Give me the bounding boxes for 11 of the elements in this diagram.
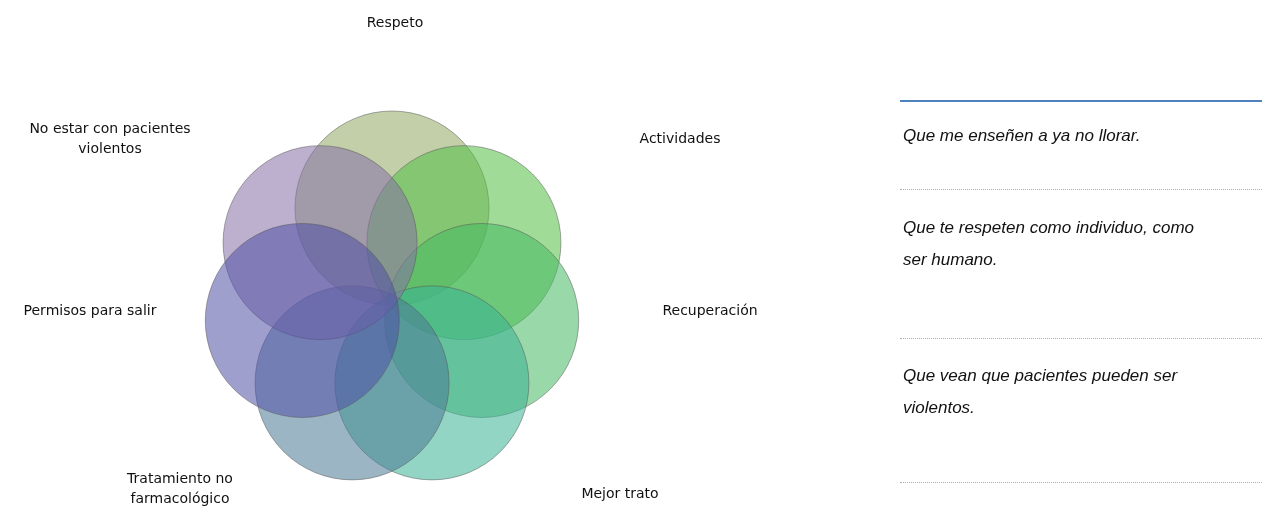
circle-label: No estar con pacientes violentos: [28, 119, 192, 158]
quote-text: Que vean que pacientes pueden ser violentos.: [903, 365, 1179, 419]
circle-label: Respeto: [365, 13, 425, 32]
quote-text: Que me enseñen a ya no llorar.: [903, 125, 1142, 147]
quote-text: Que te respeten como individuo, como ser humano.: [903, 217, 1196, 271]
circle-label: Recuperación: [661, 301, 759, 320]
overlapping-circle: [204, 222, 400, 418]
circle-label: Actividades: [638, 129, 722, 148]
circle-label: Permisos para salir: [22, 301, 158, 320]
circle-label: Mejor trato: [580, 484, 660, 503]
circle-label: Tratamiento no farmacológico: [126, 469, 234, 508]
